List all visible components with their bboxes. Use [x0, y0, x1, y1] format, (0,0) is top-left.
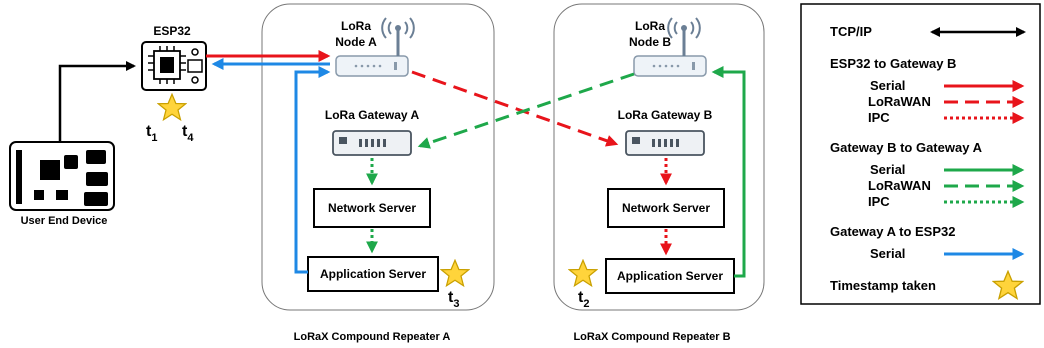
application-server-a-label: Application Server: [320, 267, 426, 281]
repeater-b-boundary: [553, 3, 765, 311]
repeater-a-label: LoRaX Compound Repeater A: [294, 331, 451, 343]
repeater-a-boundary: [261, 3, 495, 311]
lorawan-node-a-to-gateway-b: [411, 70, 619, 147]
esp32-board-icon: [141, 41, 207, 91]
serial-app-server-b-to-node-b: [711, 66, 746, 278]
legend-green-serial-label: Serial: [870, 162, 905, 177]
lorawan-node-b-to-gateway-a: [417, 72, 635, 149]
timestamp-t3: t3: [448, 289, 459, 310]
timestamp-t2: t2: [578, 289, 589, 310]
serial-app-server-a-to-node-a: [294, 66, 331, 274]
node-b-router-icon: [633, 17, 707, 77]
legend-timestamp-taken-label: Timestamp taken: [830, 278, 936, 293]
timestamp-star-app-server-b: [568, 259, 598, 287]
tcp-ip-link: [58, 61, 136, 142]
legend-gateway-b-to-gateway-a-heading: Gateway B to Gateway A: [830, 140, 983, 155]
legend-green-ipc-label: IPC: [868, 194, 890, 209]
network-server-b-box: [607, 188, 725, 228]
repeater-b-label: LoRaX Compound Repeater B: [573, 331, 730, 343]
legend-red-ipc-label: IPC: [868, 110, 890, 125]
timestamp-star-esp32: [157, 93, 187, 121]
legend-red-lorawan-label: LoRaWAN: [868, 94, 931, 109]
esp32-label: ESP32: [153, 24, 191, 38]
network-server-a-label: Network Server: [328, 201, 416, 215]
timestamp-t4: t4: [182, 123, 194, 144]
node-a-router-icon: [335, 17, 415, 77]
application-server-a-box: [307, 256, 439, 292]
legend-tcp-ip-label: TCP/IP: [830, 24, 872, 39]
node-b-label-line2: Node B: [629, 35, 671, 49]
legend-gateway-a-to-esp32-heading: Gateway A to ESP32: [830, 224, 955, 239]
legend-esp32-to-gateway-b-heading: ESP32 to Gateway B: [830, 56, 956, 71]
legend-blue-serial-label: Serial: [870, 246, 905, 261]
user-end-device-label: User End Device: [21, 215, 108, 227]
raspberry-pi-icon: [9, 141, 115, 211]
application-server-b-label: Application Server: [617, 269, 723, 283]
node-a-label-line2: Node A: [335, 35, 377, 49]
timestamp-t1: t1: [146, 123, 157, 144]
gateway-a-label: LoRa Gateway A: [325, 108, 420, 122]
gateway-b-icon: [625, 130, 705, 156]
timestamp-star-app-server-a: [440, 259, 470, 287]
gateway-b-label: LoRa Gateway B: [618, 108, 713, 122]
legend: TCP/IP ESP32 to Gateway B Serial LoRaWAN…: [800, 3, 1041, 305]
network-server-a-box: [313, 188, 431, 228]
gateway-a-icon: [332, 130, 412, 156]
node-b-label-line1: LoRa: [635, 19, 665, 33]
legend-red-serial-label: Serial: [870, 78, 905, 93]
network-server-b-label: Network Server: [622, 201, 710, 215]
node-a-label-line1: LoRa: [341, 19, 371, 33]
legend-green-lorawan-label: LoRaWAN: [868, 178, 931, 193]
